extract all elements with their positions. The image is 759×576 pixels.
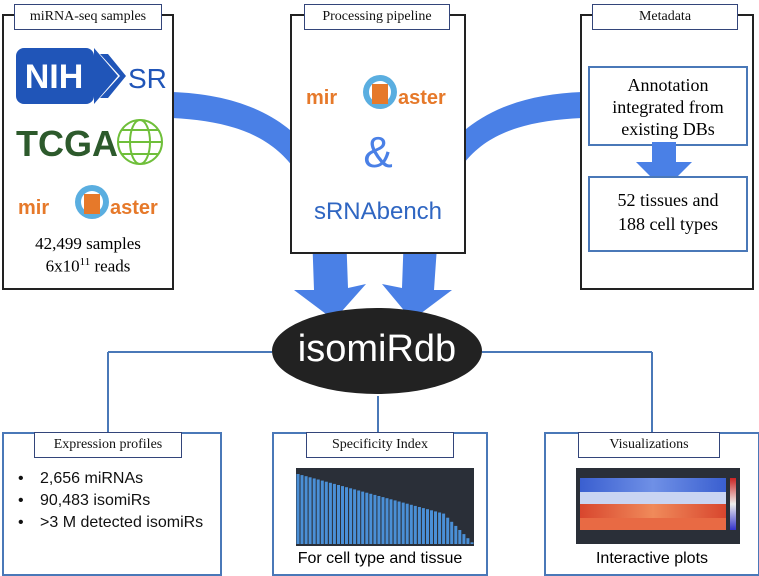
thumbnail-bar [361, 491, 365, 544]
sra-text: SRA [128, 63, 166, 94]
list-item: >3 M detected isomiRs [14, 512, 214, 534]
thumbnail-bar [300, 475, 304, 544]
reads-base: 6x10 [45, 256, 80, 276]
thumbnail-bar [401, 502, 405, 544]
thumbnail-bar [304, 476, 308, 544]
annotation-box: Annotation integrated from existing DBs [588, 66, 748, 146]
samples-count: 42,499 samples [35, 234, 141, 253]
pipeline-label: Processing pipeline [304, 4, 450, 30]
specificity-bar-thumbnail [296, 468, 474, 546]
isomirdb-ellipse [272, 308, 482, 394]
nih-text: NIH [25, 58, 84, 96]
thumbnail-bar [470, 542, 474, 544]
thumbnail-bar [438, 512, 442, 544]
thumbnail-bar [345, 487, 348, 544]
tissues-text: 52 tissues and 188 cell types [617, 190, 719, 234]
thumbnail-bar [393, 500, 397, 544]
thumbnail-bar [337, 485, 340, 544]
thumbnail-bar [353, 489, 357, 544]
down-arrow-left [294, 232, 366, 320]
list-item: 2,656 miRNAs [14, 468, 214, 490]
svg-text:aster: aster [110, 197, 158, 219]
pipeline-tool2: sRNAbench [313, 198, 443, 225]
thumbnail-bar [397, 501, 401, 544]
isomirdb-title: isomiRdb [297, 328, 457, 370]
thumbnail-bar [316, 479, 320, 544]
thumbnail-bar [373, 494, 377, 544]
thumbnail-bar [462, 534, 466, 544]
thumbnail-bar [377, 496, 381, 544]
nih-logo-icon: NIH SRA [16, 48, 186, 104]
expression-list: 2,656 miRNAs 90,483 isomiRs >3 M detecte… [14, 468, 214, 534]
thumbnail-bar [417, 507, 421, 544]
thumbnail-bar [413, 505, 417, 544]
svg-text:mir: mir [306, 87, 337, 109]
pipeline-ampersand: & [363, 128, 393, 177]
globe-icon [117, 119, 163, 165]
mirmaster-logo-center: mir aster [306, 70, 454, 116]
thumbnail-bar [466, 538, 470, 544]
thumbnail-bar [324, 481, 328, 544]
samples-label: miRNA-seq samples [14, 4, 162, 30]
thumbnail-bar [365, 492, 369, 544]
tcga-text: TCGA [16, 123, 118, 164]
thumbnail-bar [308, 477, 312, 544]
thumbnail-bar [320, 480, 324, 544]
thumbnail-bar [312, 478, 316, 544]
nih-sra-logo: NIH SRA [16, 48, 186, 104]
thumbnail-bar [332, 483, 336, 544]
thumbnail-bar [405, 503, 409, 544]
thumbnail-bar [409, 504, 413, 544]
svg-text:mir: mir [18, 197, 49, 219]
reads-unit: reads [90, 256, 131, 276]
thumbnail-bar [426, 509, 429, 544]
thumbnail-bar [434, 511, 437, 544]
gear-icon [75, 185, 109, 219]
list-item: 90,483 isomiRs [14, 490, 214, 512]
thumbnail-bar [421, 508, 425, 544]
thumbnail-bar [454, 525, 458, 544]
visualizations-caption: Interactive plots [595, 550, 709, 567]
tcga-logo: TCGA [16, 112, 166, 172]
thumbnail-bar [357, 490, 361, 544]
metadata-label: Metadata [592, 4, 738, 30]
thumbnail-bar [450, 521, 454, 544]
metadata-down-arrow [636, 142, 692, 190]
thumbnail-bar [369, 493, 373, 544]
visualizations-label: Visualizations [578, 432, 720, 458]
annotation-text: Annotation integrated from existing DBs [612, 75, 724, 139]
svg-text:aster: aster [398, 87, 446, 109]
thumbnail-bar [296, 474, 300, 544]
thumbnail-bar [349, 488, 353, 544]
reads-exponent: 11 [79, 256, 91, 268]
specificity-label: Specificity Index [306, 432, 454, 458]
thumbnail-bar [458, 530, 462, 544]
specificity-caption: For cell type and tissue [297, 550, 463, 567]
down-arrow-right [382, 232, 452, 320]
thumbnail-bar [381, 497, 385, 544]
gear-icon [363, 75, 397, 109]
thumbnail-bar [385, 498, 389, 544]
thumbnail-bar [430, 510, 433, 544]
reads-count: 6x1011 reads [2, 256, 174, 277]
thumbnail-bar [389, 499, 393, 544]
thumbnail-bar [341, 486, 344, 544]
thumbnail-bar [446, 517, 450, 544]
thumbnail-bar [328, 482, 332, 544]
expression-label: Expression profiles [34, 432, 182, 458]
tissues-box: 52 tissues and 188 cell types [588, 176, 748, 252]
heatmap-thumbnail [576, 468, 740, 544]
thumbnail-bar [442, 513, 446, 544]
mirmaster-logo-left: mir aster [18, 180, 168, 226]
